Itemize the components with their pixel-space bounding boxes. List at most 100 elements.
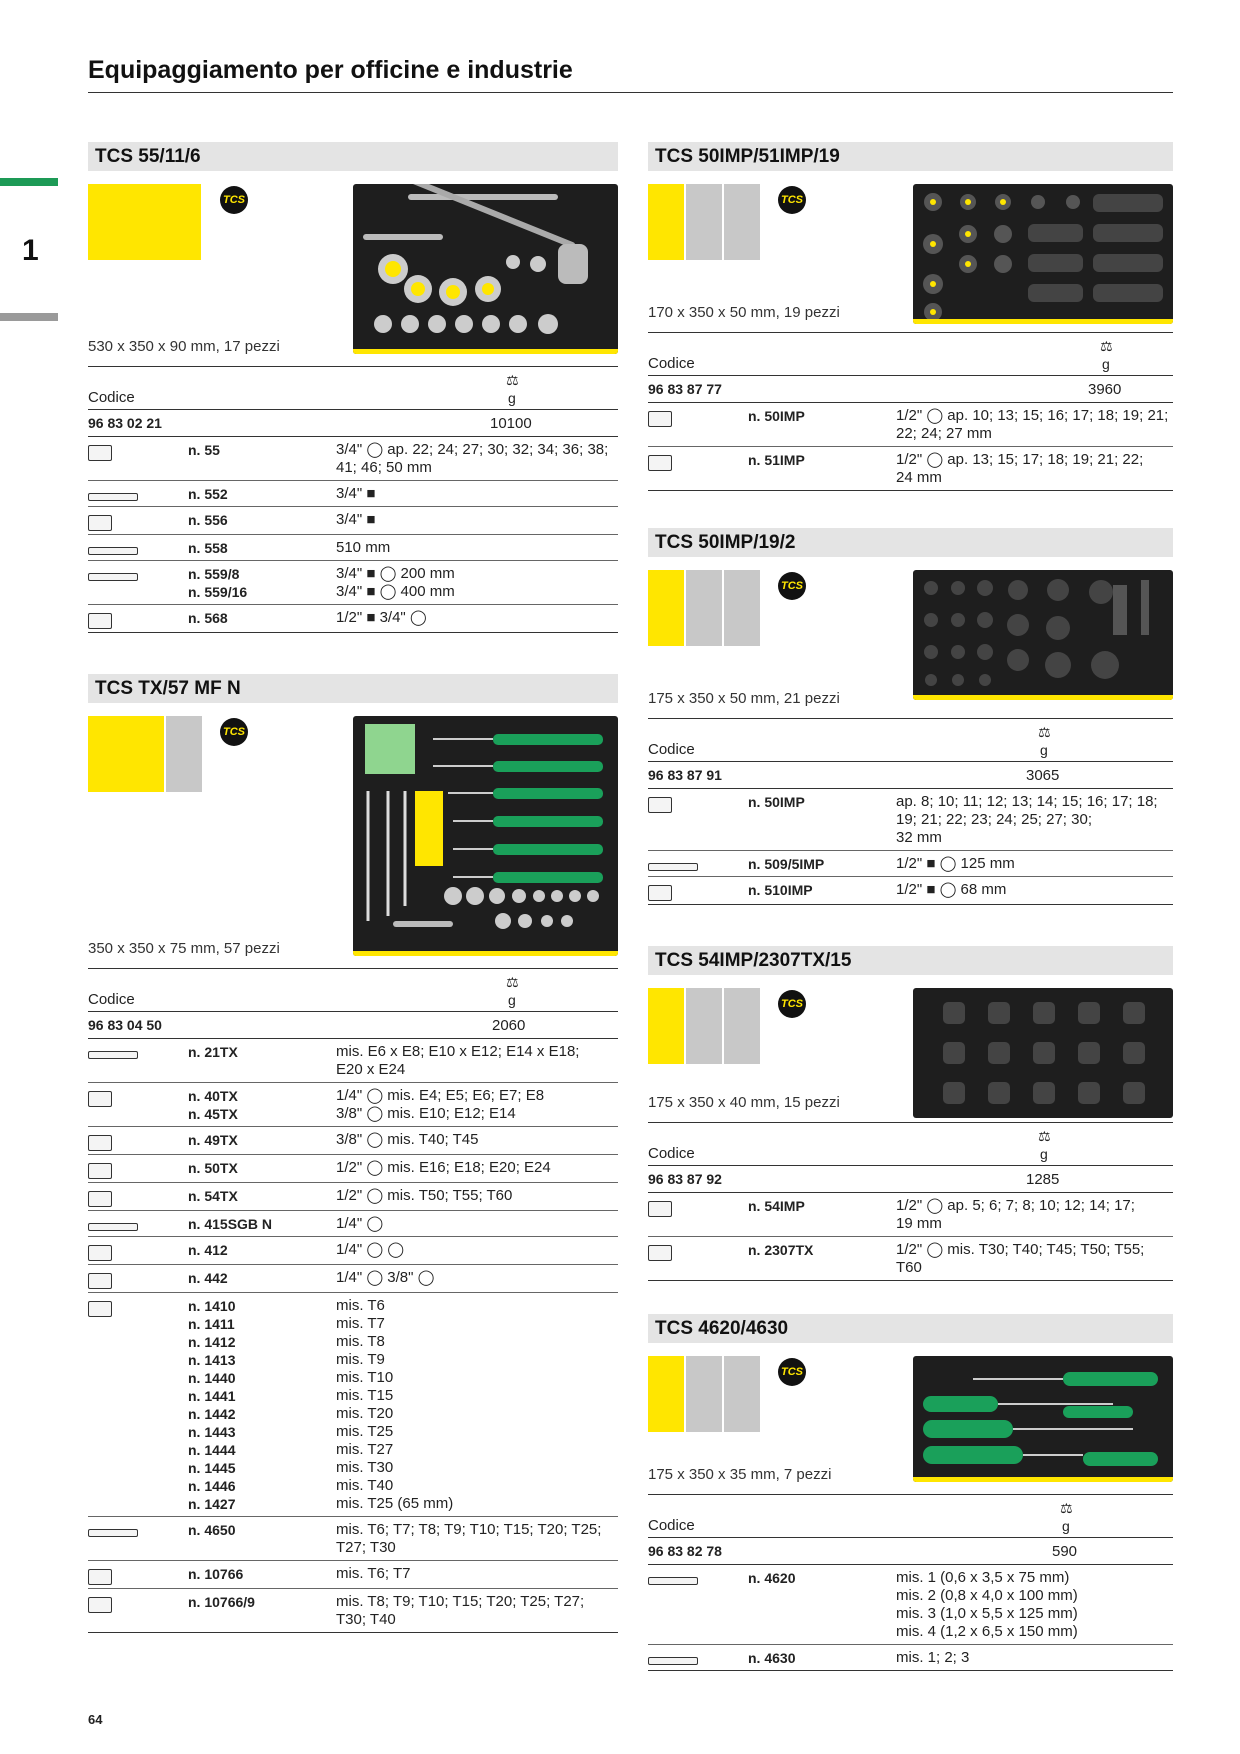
item-number: n. 51IMP — [748, 452, 805, 468]
ratchet-wrench-icon — [88, 1051, 138, 1059]
icon-cell — [88, 1297, 188, 1513]
adapter-icon — [88, 1245, 112, 1261]
description-line: 1/2" ◯ ap. 10; 13; 15; 16; 17; 18; 19; 2… — [896, 407, 1169, 424]
dimensions: 350 x 350 x 75 mm, 57 pezzi — [88, 940, 280, 957]
item-description: 1/2" ◯ mis. T30; T40; T45; T50; T55; T60 — [896, 1241, 1173, 1277]
swatch-grey — [686, 988, 722, 1064]
item-numbers: n. 50TX — [188, 1159, 336, 1179]
color-swatches — [648, 184, 760, 260]
description-line: 1/2" ■ 3/4" ◯ — [336, 609, 427, 626]
item-number: n. 415SGB N — [188, 1216, 273, 1232]
item-description: 3/4" ■ — [336, 511, 375, 531]
tool-tray-illustration — [365, 724, 603, 929]
section-tcs-50imp-19-2: TCS 50IMP/19/2 TCS 175 x 350 x 50 mm, 21… — [648, 528, 1173, 905]
item-number: n. 2307TX — [748, 1242, 814, 1258]
section-title: TCS 50IMP/19/2 — [648, 528, 1173, 557]
product-weight: 590 — [1052, 1543, 1078, 1560]
item-number: n. 1446 — [188, 1478, 236, 1494]
socket-icon — [88, 1091, 112, 1107]
item-number: n. 556 — [188, 512, 228, 528]
icon-cell — [648, 1649, 748, 1667]
item-number: n. 412 — [188, 1242, 228, 1258]
product-photo — [913, 184, 1173, 324]
description-line: mis. T15 — [336, 1387, 394, 1404]
item-numbers: n. 10766 — [188, 1565, 336, 1585]
icon-cell — [648, 451, 748, 487]
item-number: n. 49TX — [188, 1132, 238, 1148]
description-line: 1/2" ◯ mis. E16; E18; E20; E24 — [336, 1159, 551, 1176]
item-numbers: n. 4650 — [188, 1521, 336, 1557]
description-line: mis. T6; T7; T8; T9; T10; T15; T20; T25; — [336, 1521, 602, 1538]
icon-cell — [648, 407, 748, 443]
swatch-yellow — [88, 184, 201, 260]
icon-cell — [88, 565, 188, 601]
item-numbers: n. 54IMP — [748, 1197, 896, 1233]
torx-bit-socket-icon — [648, 1245, 672, 1261]
table-header: Codice ⚖ g — [88, 366, 618, 410]
description-line: mis. T7 — [336, 1315, 385, 1332]
item-numbers: n. 412 — [188, 1241, 336, 1261]
yellow-strip — [913, 1477, 1173, 1482]
item-numbers: n. 415SGB N — [188, 1215, 336, 1233]
yellow-strip — [353, 951, 618, 956]
icon-cell — [648, 793, 748, 847]
icon-cell — [88, 1187, 188, 1207]
swatch-grey — [166, 716, 202, 792]
tcs-badge-icon: TCS — [220, 718, 248, 746]
color-swatches — [648, 988, 760, 1064]
item-number: n. 509/5IMP — [748, 856, 825, 872]
bit-icon — [88, 1301, 112, 1317]
weight-unit: g — [508, 390, 516, 406]
description-line: mis. T30 — [336, 1459, 394, 1476]
product-code: 96 83 87 77 — [648, 381, 722, 397]
dimensions: 175 x 350 x 50 mm, 21 pezzi — [648, 690, 840, 707]
product-weight: 1285 — [1026, 1171, 1060, 1188]
screwdriver-icon — [648, 1657, 698, 1665]
yellow-strip — [353, 349, 618, 354]
item-description: 1/4" ◯ 3/8" ◯ — [336, 1269, 434, 1289]
description-line: 3/4" ◯ ap. 22; 24; 27; 30; 32; 34; 36; 3… — [336, 441, 609, 458]
description-line: 3/8" ◯ mis. E10; E12; E14 — [336, 1105, 516, 1122]
item-number: n. 559/8 — [188, 566, 240, 582]
icon-cell — [88, 1269, 188, 1289]
item-numbers: n. 51IMP — [748, 451, 896, 487]
product-weight: 2060 — [492, 1017, 526, 1034]
item-numbers: n. 556 — [188, 511, 336, 531]
swatch-grey — [724, 988, 760, 1064]
color-swatches — [648, 570, 760, 646]
description-line: 3/8" ◯ mis. T40; T45 — [336, 1131, 479, 1148]
product-photo — [353, 184, 618, 354]
icon-cell — [648, 881, 748, 901]
section-title: TCS 55/11/6 — [88, 142, 618, 171]
description-line: 3/4" ■ — [336, 485, 376, 502]
chapter-tab-green — [0, 178, 58, 186]
scale-icon: ⚖ — [1038, 1128, 1051, 1144]
icon-cell — [88, 1159, 188, 1179]
description-line: ap. 8; 10; 11; 12; 13; 14; 15; 16; 17; 1… — [896, 793, 1158, 810]
item-number: n. 50TX — [188, 1160, 238, 1176]
description-line: 1/4" ◯ mis. E4; E5; E6; E7; E8 — [336, 1087, 545, 1104]
icon-cell — [88, 609, 188, 629]
description-line: mis. T25 — [336, 1423, 394, 1440]
icon-cell — [648, 855, 748, 873]
codice-label: Codice — [648, 355, 695, 372]
item-description: 1/4" ◯ ◯ — [336, 1241, 404, 1261]
icon-cell — [648, 1197, 748, 1233]
description-line: mis. T27 — [336, 1441, 394, 1458]
item-number: n. 1410 — [188, 1298, 236, 1314]
description-line: 22; 24; 27 mm — [896, 425, 992, 442]
item-numbers: n. 4620 — [748, 1569, 896, 1641]
icon-cell — [88, 1087, 188, 1123]
